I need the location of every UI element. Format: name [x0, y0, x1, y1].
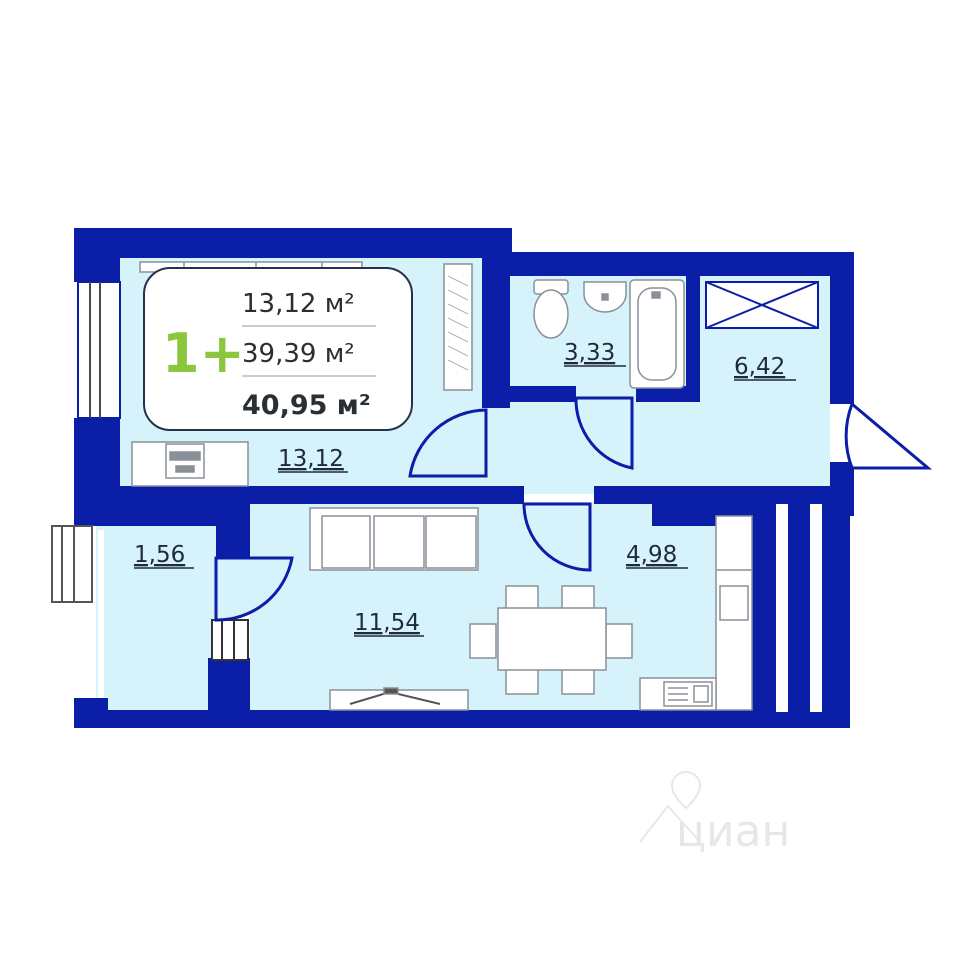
living-area-value: 13,12 м²: [242, 289, 355, 319]
door-swings: [214, 396, 933, 622]
living-furniture: [309, 507, 479, 711]
balcony-area-label: 1,56: [134, 542, 185, 568]
balcony-window: [51, 525, 93, 603]
chair-left: [469, 623, 497, 659]
room-type-label: 1+: [162, 322, 245, 385]
logo-mark-icon: [639, 804, 701, 843]
room-labels: 13,12 3,33 6,42 1,56 11,54 4,98: [134, 340, 796, 637]
area-with-balcony-value: 40,95 м²: [242, 390, 371, 421]
info-card-box: [143, 267, 413, 431]
walls: [74, 228, 854, 728]
kitchen-door-swing: [522, 502, 592, 572]
windows: [51, 281, 822, 712]
bathroom-door-swing: [574, 396, 634, 470]
kitchen-sink: [719, 585, 749, 621]
radiator: [443, 263, 473, 391]
storage-door-swing: [844, 401, 933, 470]
tv-stand: [329, 689, 469, 711]
storage-area-label: 6,42: [734, 354, 785, 380]
desk-chair: [165, 443, 205, 479]
dining-set: [469, 585, 633, 695]
location-pin-icon: [670, 771, 702, 810]
total-area-value: 39,39 м²: [242, 339, 355, 369]
bedroom-area-label: 13,12: [278, 446, 344, 472]
bathroom-area-label: 3,33: [564, 340, 615, 366]
storage-shelf: [705, 281, 819, 329]
sink-drain: [601, 293, 609, 301]
toilet-bowl: [533, 289, 569, 339]
info-card: 1+ 13,12 м² 39,39 м² 40,95 м²: [143, 267, 413, 431]
balcony-door-glass: [211, 619, 249, 661]
kitchen-area-label: 4,98: [626, 542, 677, 568]
living-room-area-label: 11,54: [354, 610, 420, 636]
watermark: циан: [639, 771, 790, 857]
bathroom-fixtures: [533, 279, 685, 389]
chair-bottom-left: [505, 667, 539, 695]
balcony-door-swing: [214, 556, 294, 622]
living-window: [776, 516, 788, 712]
balcony-floor: [96, 526, 216, 716]
dining-table: [497, 607, 607, 671]
watermark-text: циан: [676, 806, 790, 857]
chair-bottom-right: [561, 667, 595, 695]
chair-right: [605, 623, 633, 659]
kitchen-units: [639, 515, 753, 711]
bedroom-door-swing: [408, 408, 488, 478]
radiator-fins: [447, 275, 469, 371]
